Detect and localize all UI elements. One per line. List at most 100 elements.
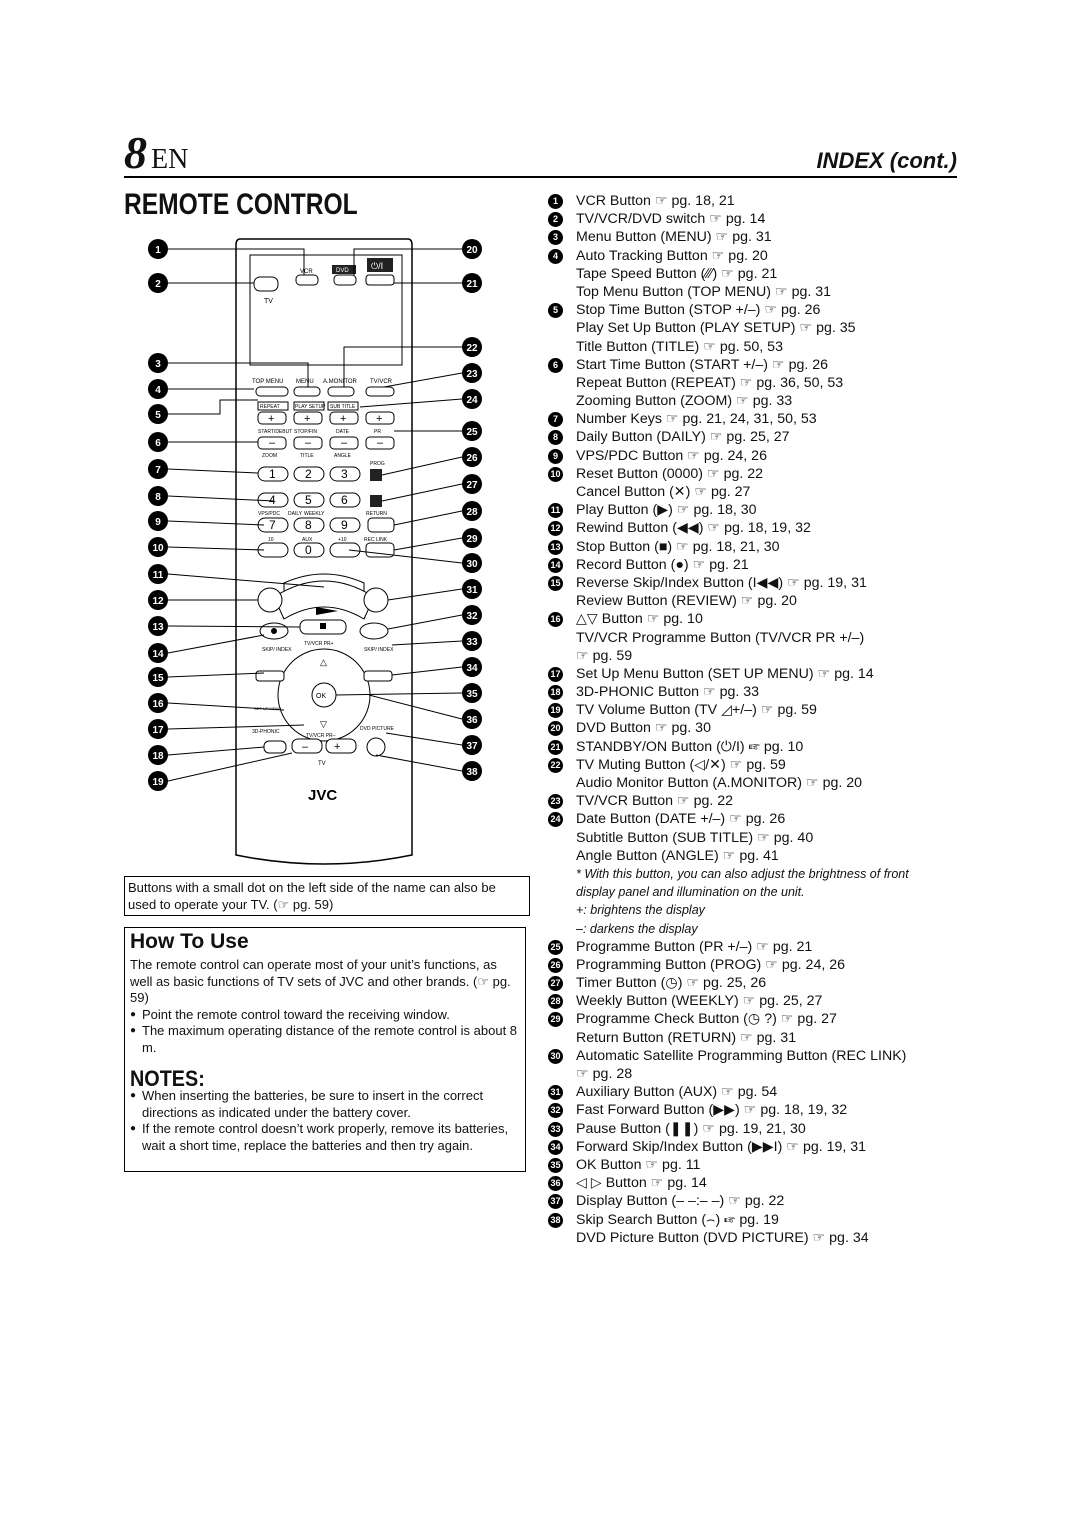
page-title: REMOTE CONTROL bbox=[124, 188, 358, 221]
svg-text:–: – bbox=[377, 437, 384, 449]
svg-text:27: 27 bbox=[466, 480, 478, 491]
svg-text:REPEAT: REPEAT bbox=[260, 404, 280, 410]
index-item-text: Auxiliary Button (AUX) ☞ pg. 54 bbox=[576, 1084, 778, 1101]
svg-text:–: – bbox=[305, 437, 312, 449]
svg-text:+: + bbox=[376, 413, 382, 425]
section-header: INDEX (cont.) bbox=[816, 148, 957, 173]
how-to-use-bullet: Point the remote control toward the rece… bbox=[130, 1007, 518, 1024]
index-item-text: Audio Monitor Button (A.MONITOR) ☞ pg. 2… bbox=[576, 775, 863, 791]
index-item-text: Menu Button (MENU) ☞ pg. 31 bbox=[576, 229, 772, 246]
standby-label: ⏻/I bbox=[371, 261, 383, 271]
index-number-badge: 11 bbox=[548, 503, 563, 519]
index-item-text: Stop Button (■) ☞ pg. 18, 21, 30 bbox=[576, 538, 780, 555]
index-number-badge: 20 bbox=[548, 721, 563, 737]
svg-text:2: 2 bbox=[155, 279, 161, 290]
index-item: 4 Auto Tracking Button ☞ pg. 20 bbox=[548, 247, 968, 265]
index-item-text: Automatic Satellite Programming Button (… bbox=[576, 1047, 907, 1064]
dvd-button bbox=[333, 274, 357, 286]
index-item: 16△▽ Button ☞ pg. 10 bbox=[548, 610, 968, 628]
number-keys: 1 2 3 4 5 6 VPS/PDC DAILY WEEKLY RETURN … bbox=[257, 466, 395, 558]
svg-text:21: 21 bbox=[466, 279, 478, 290]
svg-text:14: 14 bbox=[152, 649, 164, 660]
index-number-badge: 15 bbox=[548, 575, 563, 591]
notes-bullet: If the remote control doesn’t work prope… bbox=[130, 1121, 518, 1154]
index-number-badge: 29 bbox=[548, 1012, 563, 1028]
index-item-text: VPS/PDC Button ☞ pg. 24, 26 bbox=[576, 447, 767, 464]
index-item: display panel and illumination on the un… bbox=[548, 883, 968, 901]
index-number-badge: 23 bbox=[548, 794, 563, 810]
index-number-badge: 8 bbox=[548, 430, 563, 446]
notes-body: When inserting the batteries, be sure to… bbox=[130, 1088, 518, 1154]
svg-text:–: – bbox=[269, 437, 276, 449]
index-item: Return Button (RETURN) ☞ pg. 31 bbox=[548, 1029, 968, 1047]
index-number-badge: 26 bbox=[548, 957, 563, 973]
svg-text:+: + bbox=[334, 741, 340, 753]
svg-text:4: 4 bbox=[155, 385, 161, 396]
tv-dot-note: Buttons with a small dot on the left sid… bbox=[124, 876, 530, 916]
index-number-badge: 4 bbox=[548, 248, 563, 264]
index-item-text: Forward Skip/Index Button (▶▶I) ☞ pg. 19… bbox=[576, 1138, 867, 1155]
index-number-badge: 37 bbox=[548, 1194, 563, 1210]
index-number-badge: 33 bbox=[548, 1121, 563, 1137]
index-item-text: TV Volume Button (TV ◿+/–) ☞ pg. 59 bbox=[576, 702, 817, 719]
index-item-text: TV Muting Button (◁/✕) ☞ pg. 59 bbox=[576, 756, 786, 773]
svg-text:DATE: DATE bbox=[336, 429, 350, 435]
svg-text:16: 16 bbox=[152, 699, 164, 710]
index-number-badge: 16 bbox=[548, 612, 563, 628]
index-item-text: Start Time Button (START +/–) ☞ pg. 26 bbox=[576, 356, 829, 373]
svg-text:9: 9 bbox=[155, 517, 161, 528]
index-number-badge: 21 bbox=[548, 739, 563, 755]
a-monitor-label: A.MONITOR bbox=[323, 379, 358, 385]
index-number-badge: 1 bbox=[548, 194, 563, 209]
svg-text:▽: ▽ bbox=[320, 719, 327, 729]
index-item-text: Timer Button (◷) ☞ pg. 25, 26 bbox=[576, 975, 767, 992]
index-item-text: Display Button (– –:– –) ☞ pg. 22 bbox=[576, 1193, 785, 1210]
index-number-badge: 14 bbox=[548, 557, 563, 573]
index-item-text: 3D-PHONIC Button ☞ pg. 33 bbox=[576, 684, 760, 701]
index-item-text: Auto Tracking Button ☞ pg. 20 bbox=[576, 247, 768, 264]
index-item-text: Date Button (DATE +/–) ☞ pg. 26 bbox=[576, 811, 786, 828]
key-8: 8 bbox=[305, 518, 312, 532]
key-3: 3 bbox=[341, 467, 348, 481]
index-item-text: VCR Button ☞ pg. 18, 21 bbox=[576, 193, 735, 209]
index-item-text: OK Button ☞ pg. 11 bbox=[576, 1156, 701, 1173]
svg-text:37: 37 bbox=[466, 741, 478, 752]
index-item-text: Subtitle Button (SUB TITLE) ☞ pg. 40 bbox=[576, 829, 814, 846]
svg-text:1: 1 bbox=[155, 245, 161, 256]
index-number-badge: 6 bbox=[548, 357, 563, 373]
header-rule bbox=[124, 176, 957, 178]
index-item-text: Title Button (TITLE) ☞ pg. 50, 53 bbox=[576, 338, 783, 355]
index-item-text: Set Up Menu Button (SET UP MENU) ☞ pg. 1… bbox=[576, 665, 874, 682]
svg-text:STOP/FIN: STOP/FIN bbox=[294, 429, 317, 435]
index-number-badge: 19 bbox=[548, 703, 563, 719]
key-5: 5 bbox=[305, 493, 312, 507]
svg-text:31: 31 bbox=[466, 585, 478, 596]
how-to-use-intro: The remote control can operate most of y… bbox=[130, 957, 511, 1005]
svg-text:5: 5 bbox=[155, 410, 161, 421]
svg-text:7: 7 bbox=[155, 465, 161, 476]
index-item-text: Pause Button (❚❚) ☞ pg. 19, 21, 30 bbox=[576, 1120, 806, 1137]
notes-title: NOTES: bbox=[130, 1066, 205, 1091]
svg-text:REC LINK: REC LINK bbox=[364, 537, 388, 543]
tv-vcr-label: TV/VCR bbox=[370, 379, 393, 385]
index-item: Subtitle Button (SUB TITLE) ☞ pg. 40 bbox=[548, 829, 968, 847]
svg-text:TV: TV bbox=[318, 761, 326, 767]
index-number-badge: 24 bbox=[548, 812, 563, 828]
index-item-text: ◁ ▷ Button ☞ pg. 14 bbox=[576, 1175, 707, 1192]
index-item-text: Play Set Up Button (PLAY SETUP) ☞ pg. 35 bbox=[576, 320, 856, 337]
index-item: Repeat Button (REPEAT) ☞ pg. 36, 50, 53 bbox=[548, 374, 968, 392]
svg-text:15: 15 bbox=[152, 673, 164, 684]
index-item: TV/VCR Programme Button (TV/VCR PR +/–) bbox=[548, 629, 968, 647]
index-item: Zooming Button (ZOOM) ☞ pg. 33 bbox=[548, 392, 968, 410]
standby-box bbox=[367, 258, 393, 272]
index-item-text: +: brightens the display bbox=[576, 903, 705, 918]
svg-text:DVD PICTURE: DVD PICTURE bbox=[360, 726, 395, 732]
